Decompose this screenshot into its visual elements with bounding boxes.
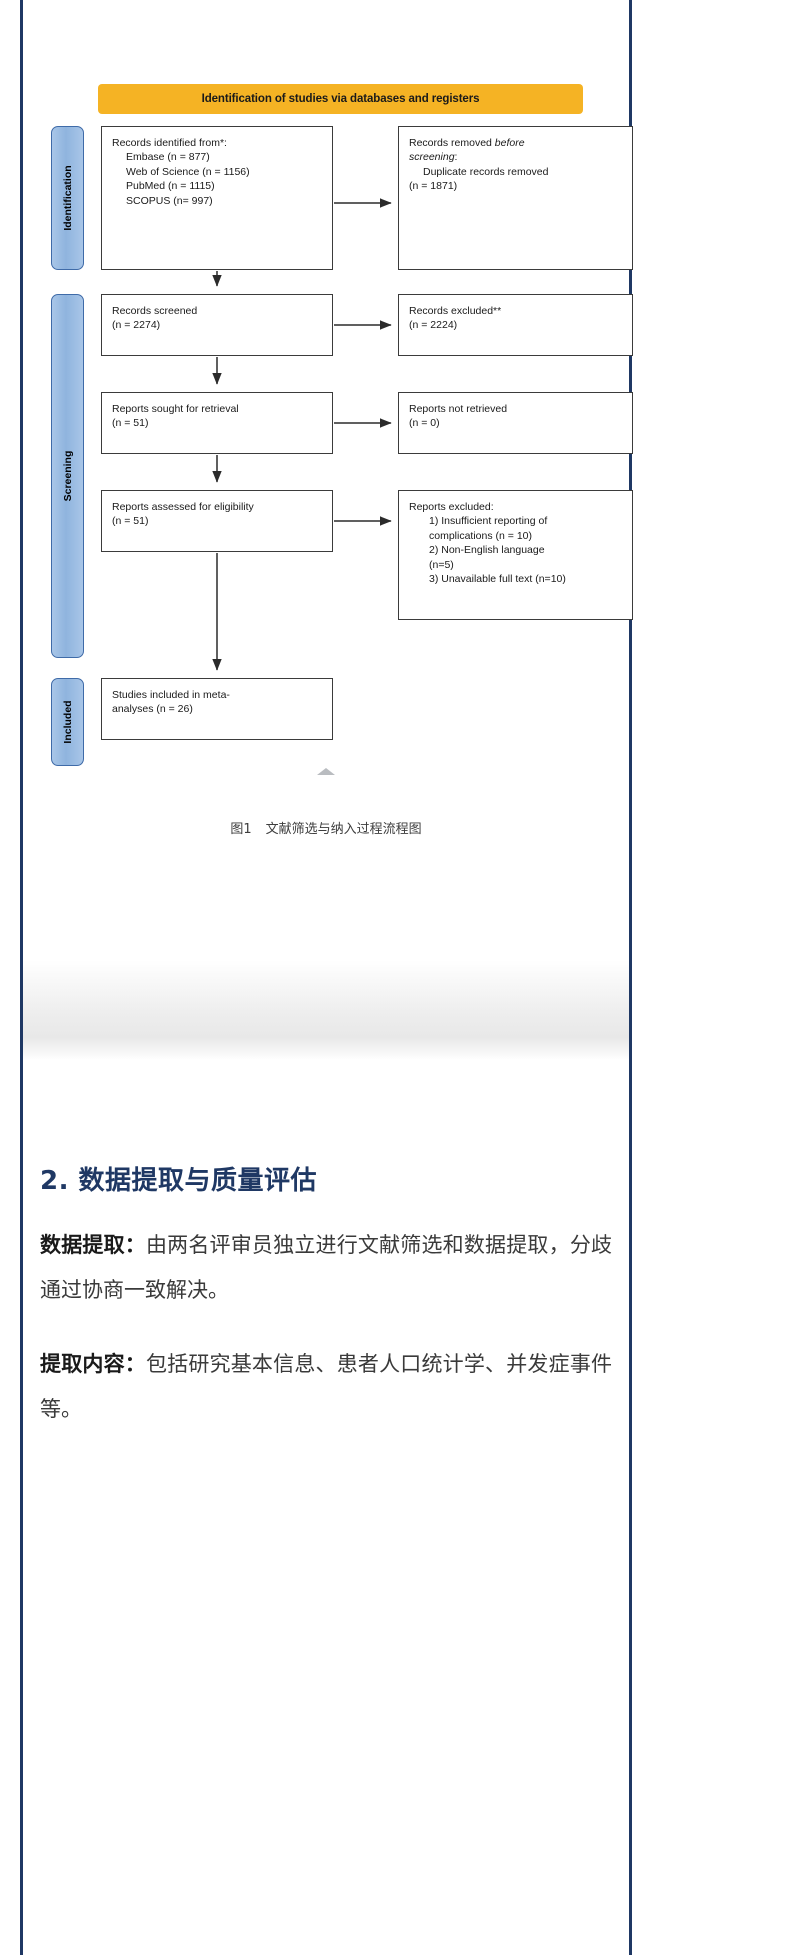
box-records-screened: Records screened (n = 2274) [101,294,333,356]
prisma-diagram: Identification of studies via databases … [23,60,633,766]
box-subtitle: screening: [409,150,623,164]
figure-caption-text: 文献筛选与纳入过程流程图 [265,822,422,837]
box-studies-included: Studies included in meta- analyses (n = … [101,678,333,740]
exclusion-reason-3: 3) Unavailable full text (n=10) [429,573,566,586]
stage-tab-included: Included [51,678,84,766]
paragraph-lead-label: 数据提取： [40,1233,146,1257]
box-records-identified: Records identified from*: Embase (n = 87… [101,126,333,270]
box-count: analyses (n = 26) [112,703,193,716]
box-title: Records screened [112,305,198,317]
left-margin-rule [20,0,23,1955]
section-divider [23,960,629,1060]
paragraph-body: 由两名评审员独立进行文献筛选和数据提取，分歧通过协商一致解决。 [40,1233,613,1302]
box-title: Records removed before [409,136,623,150]
stage-tab-identification-label: Identification [61,165,74,231]
paragraph-extraction-content: 提取内容：包括研究基本信息、患者人口统计学、并发症事件等。 [40,1342,612,1431]
prisma-figure: Identification of studies via databases … [23,0,633,1060]
paragraph-lead-label: 提取内容： [40,1352,146,1377]
collapse-up-caret-icon[interactable] [317,768,335,775]
exclusion-reason-1b: complications (n = 10) [429,529,533,542]
figure-caption: 图1 文献筛选与纳入过程流程图 [23,818,629,837]
article-section: 2. 数据提取与质量评估 数据提取：由两名评审员独立进行文献筛选和数据提取，分歧… [23,1160,629,1461]
source-embase: Embase (n = 877) [126,151,210,164]
removed-title-before: before [494,137,525,149]
source-wos: Web of Science (n = 1156) [126,165,250,178]
stage-tab-screening: Screening [51,294,84,658]
box-reports-excluded: Reports excluded: 1) Insufficient report… [398,490,633,620]
removed-title-screening: screening [409,151,455,164]
duplicate-records-count: (n = 1871) [409,180,458,193]
box-title: Reports assessed for eligibility [112,501,254,513]
box-title: Records identified from*: [112,137,227,149]
stage-tab-included-label: Included [61,700,74,744]
source-pubmed: PubMed (n = 1115) [126,180,215,193]
box-reports-assessed: Reports assessed for eligibility (n = 51… [101,490,333,552]
paragraph-body: 包括研究基本信息、患者人口统计学、并发症事件等。 [40,1352,613,1421]
paragraph-data-extraction: 数据提取：由两名评审员独立进行文献筛选和数据提取，分歧通过协商一致解决。 [40,1223,612,1312]
source-scopus: SCOPUS (n= 997) [126,194,213,207]
box-title: Records excluded** [409,305,502,317]
stage-tab-screening-label: Screening [61,450,74,502]
figure-caption-number: 图1 [230,822,252,837]
section-heading: 2. 数据提取与质量评估 [40,1166,318,1196]
exclusion-reason-1a: 1) Insufficient reporting of [429,515,548,528]
box-title: Reports not retrieved [409,403,508,415]
box-count: (n = 51) [112,417,149,430]
box-count: (n = 2274) [112,319,161,332]
exclusion-reason-2a: 2) Non-English language [429,544,545,557]
right-margin-rule [629,0,632,1955]
box-reports-not-retrieved: Reports not retrieved (n = 0) [398,392,633,454]
stage-tab-identification: Identification [51,126,84,270]
duplicate-records-line: Duplicate records removed [423,165,549,178]
diagram-banner: Identification of studies via databases … [98,84,583,114]
box-count: (n = 51) [112,515,149,528]
page-content: Identification of studies via databases … [23,0,633,1955]
box-reports-sought: Reports sought for retrieval (n = 51) [101,392,333,454]
box-records-excluded: Records excluded** (n = 2224) [398,294,633,356]
removed-title-colon: : [454,151,458,164]
exclusion-reason-2b: (n=5) [429,558,454,571]
box-records-removed: Records removed before screening: Duplic… [398,126,633,270]
box-title: Reports sought for retrieval [112,403,239,415]
box-count: (n = 0) [409,417,440,430]
removed-title-a: Records removed [409,137,495,149]
box-count: (n = 2224) [409,319,458,332]
box-title: Studies included in meta- [112,689,230,701]
box-title: Reports excluded: [409,501,494,513]
